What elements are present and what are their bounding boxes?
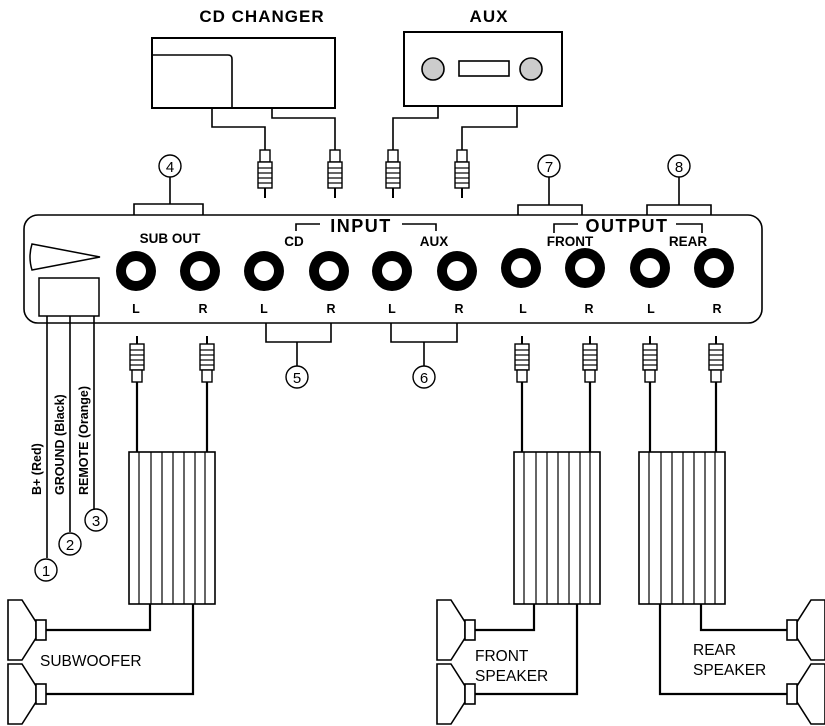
power-connector — [38, 277, 100, 317]
rear-speaker-2 — [786, 663, 825, 725]
aux-right-jack[interactable] — [437, 251, 477, 291]
jack-letter: R — [712, 302, 721, 316]
sub-plug-left — [129, 335, 145, 383]
callout-2: 2 — [58, 532, 82, 556]
callout-1: 1 — [34, 558, 58, 582]
jack-letter: L — [388, 302, 396, 316]
rear-plug-right — [708, 335, 724, 383]
aux-knob-left — [421, 57, 445, 81]
callout-3: 3 — [84, 508, 108, 532]
rear-speaker-1 — [786, 599, 825, 661]
jack-letter: R — [326, 302, 335, 316]
svg-text:7: 7 — [545, 159, 553, 176]
rear-speaker-label-line2: SPEAKER — [693, 662, 766, 679]
front-amplifier — [513, 451, 601, 605]
cd-plug-left — [257, 149, 273, 199]
svg-text:1: 1 — [42, 563, 50, 580]
front-speaker-1 — [436, 599, 476, 661]
jack-letter: R — [584, 302, 593, 316]
rear-label: REAR — [669, 234, 708, 249]
front-speaker-label-line2: SPEAKER — [475, 668, 548, 685]
aux-left-jack[interactable] — [372, 251, 412, 291]
cd-changer-unit — [151, 37, 336, 109]
sub-out-left-jack[interactable] — [116, 251, 156, 291]
front-speaker-2 — [436, 663, 476, 725]
svg-text:4: 4 — [166, 159, 174, 176]
input-label: INPUT — [330, 216, 392, 236]
aux-knob-right — [519, 57, 543, 81]
aux-unit — [403, 31, 563, 107]
jack-letter: L — [260, 302, 268, 316]
front-plug-left — [514, 335, 530, 383]
callout-5: 5 — [265, 323, 332, 389]
sub-plug-right — [199, 335, 215, 383]
subwoofer-label: SUBWOOFER — [40, 653, 142, 670]
aux-input-label: AUX — [420, 234, 449, 249]
jack-letter: L — [519, 302, 527, 316]
subwoofer-amplifier — [128, 451, 216, 605]
front-speaker-label-line1: FRONT — [475, 648, 529, 665]
b-plus-wire-label: B+ (Red) — [30, 443, 44, 495]
front-label: FRONT — [547, 234, 594, 249]
svg-text:6: 6 — [420, 370, 428, 387]
sub-out-label: SUB OUT — [140, 231, 202, 246]
aux-plug-left — [385, 149, 401, 199]
rear-speaker-label-line1: REAR — [693, 642, 736, 659]
sub-out-right-jack[interactable] — [180, 251, 220, 291]
rear-plug-left — [642, 335, 658, 383]
front-left-jack[interactable] — [501, 248, 541, 288]
svg-text:5: 5 — [293, 370, 301, 387]
svg-text:2: 2 — [66, 537, 74, 554]
rear-right-jack[interactable] — [694, 248, 734, 288]
output-label: OUTPUT — [586, 216, 669, 236]
panel-logo-wedge — [29, 243, 101, 271]
subwoofer-speaker-2 — [7, 663, 47, 725]
remote-wire-label: REMOTE (Orange) — [77, 386, 91, 495]
callout-6: 6 — [390, 323, 458, 389]
ground-wire-label: GROUND (Black) — [53, 394, 67, 495]
aux-plug-right — [454, 149, 470, 199]
subwoofer-speaker-1 — [7, 599, 47, 661]
rear-left-jack[interactable] — [630, 248, 670, 288]
aux-display — [458, 60, 510, 77]
front-right-jack[interactable] — [565, 248, 605, 288]
front-plug-right — [582, 335, 598, 383]
cd-right-jack[interactable] — [309, 251, 349, 291]
svg-text:8: 8 — [675, 159, 683, 176]
jack-letter: L — [647, 302, 655, 316]
cd-left-jack[interactable] — [244, 251, 284, 291]
svg-text:3: 3 — [92, 513, 100, 530]
cd-changer-title: CD CHANGER — [199, 7, 324, 26]
jack-letter: R — [198, 302, 207, 316]
rear-amplifier — [638, 451, 726, 605]
jack-letter: R — [454, 302, 463, 316]
cd-label: CD — [284, 234, 304, 249]
cd-plug-right — [327, 149, 343, 199]
aux-title: AUX — [470, 7, 509, 26]
jack-letter: L — [132, 302, 140, 316]
